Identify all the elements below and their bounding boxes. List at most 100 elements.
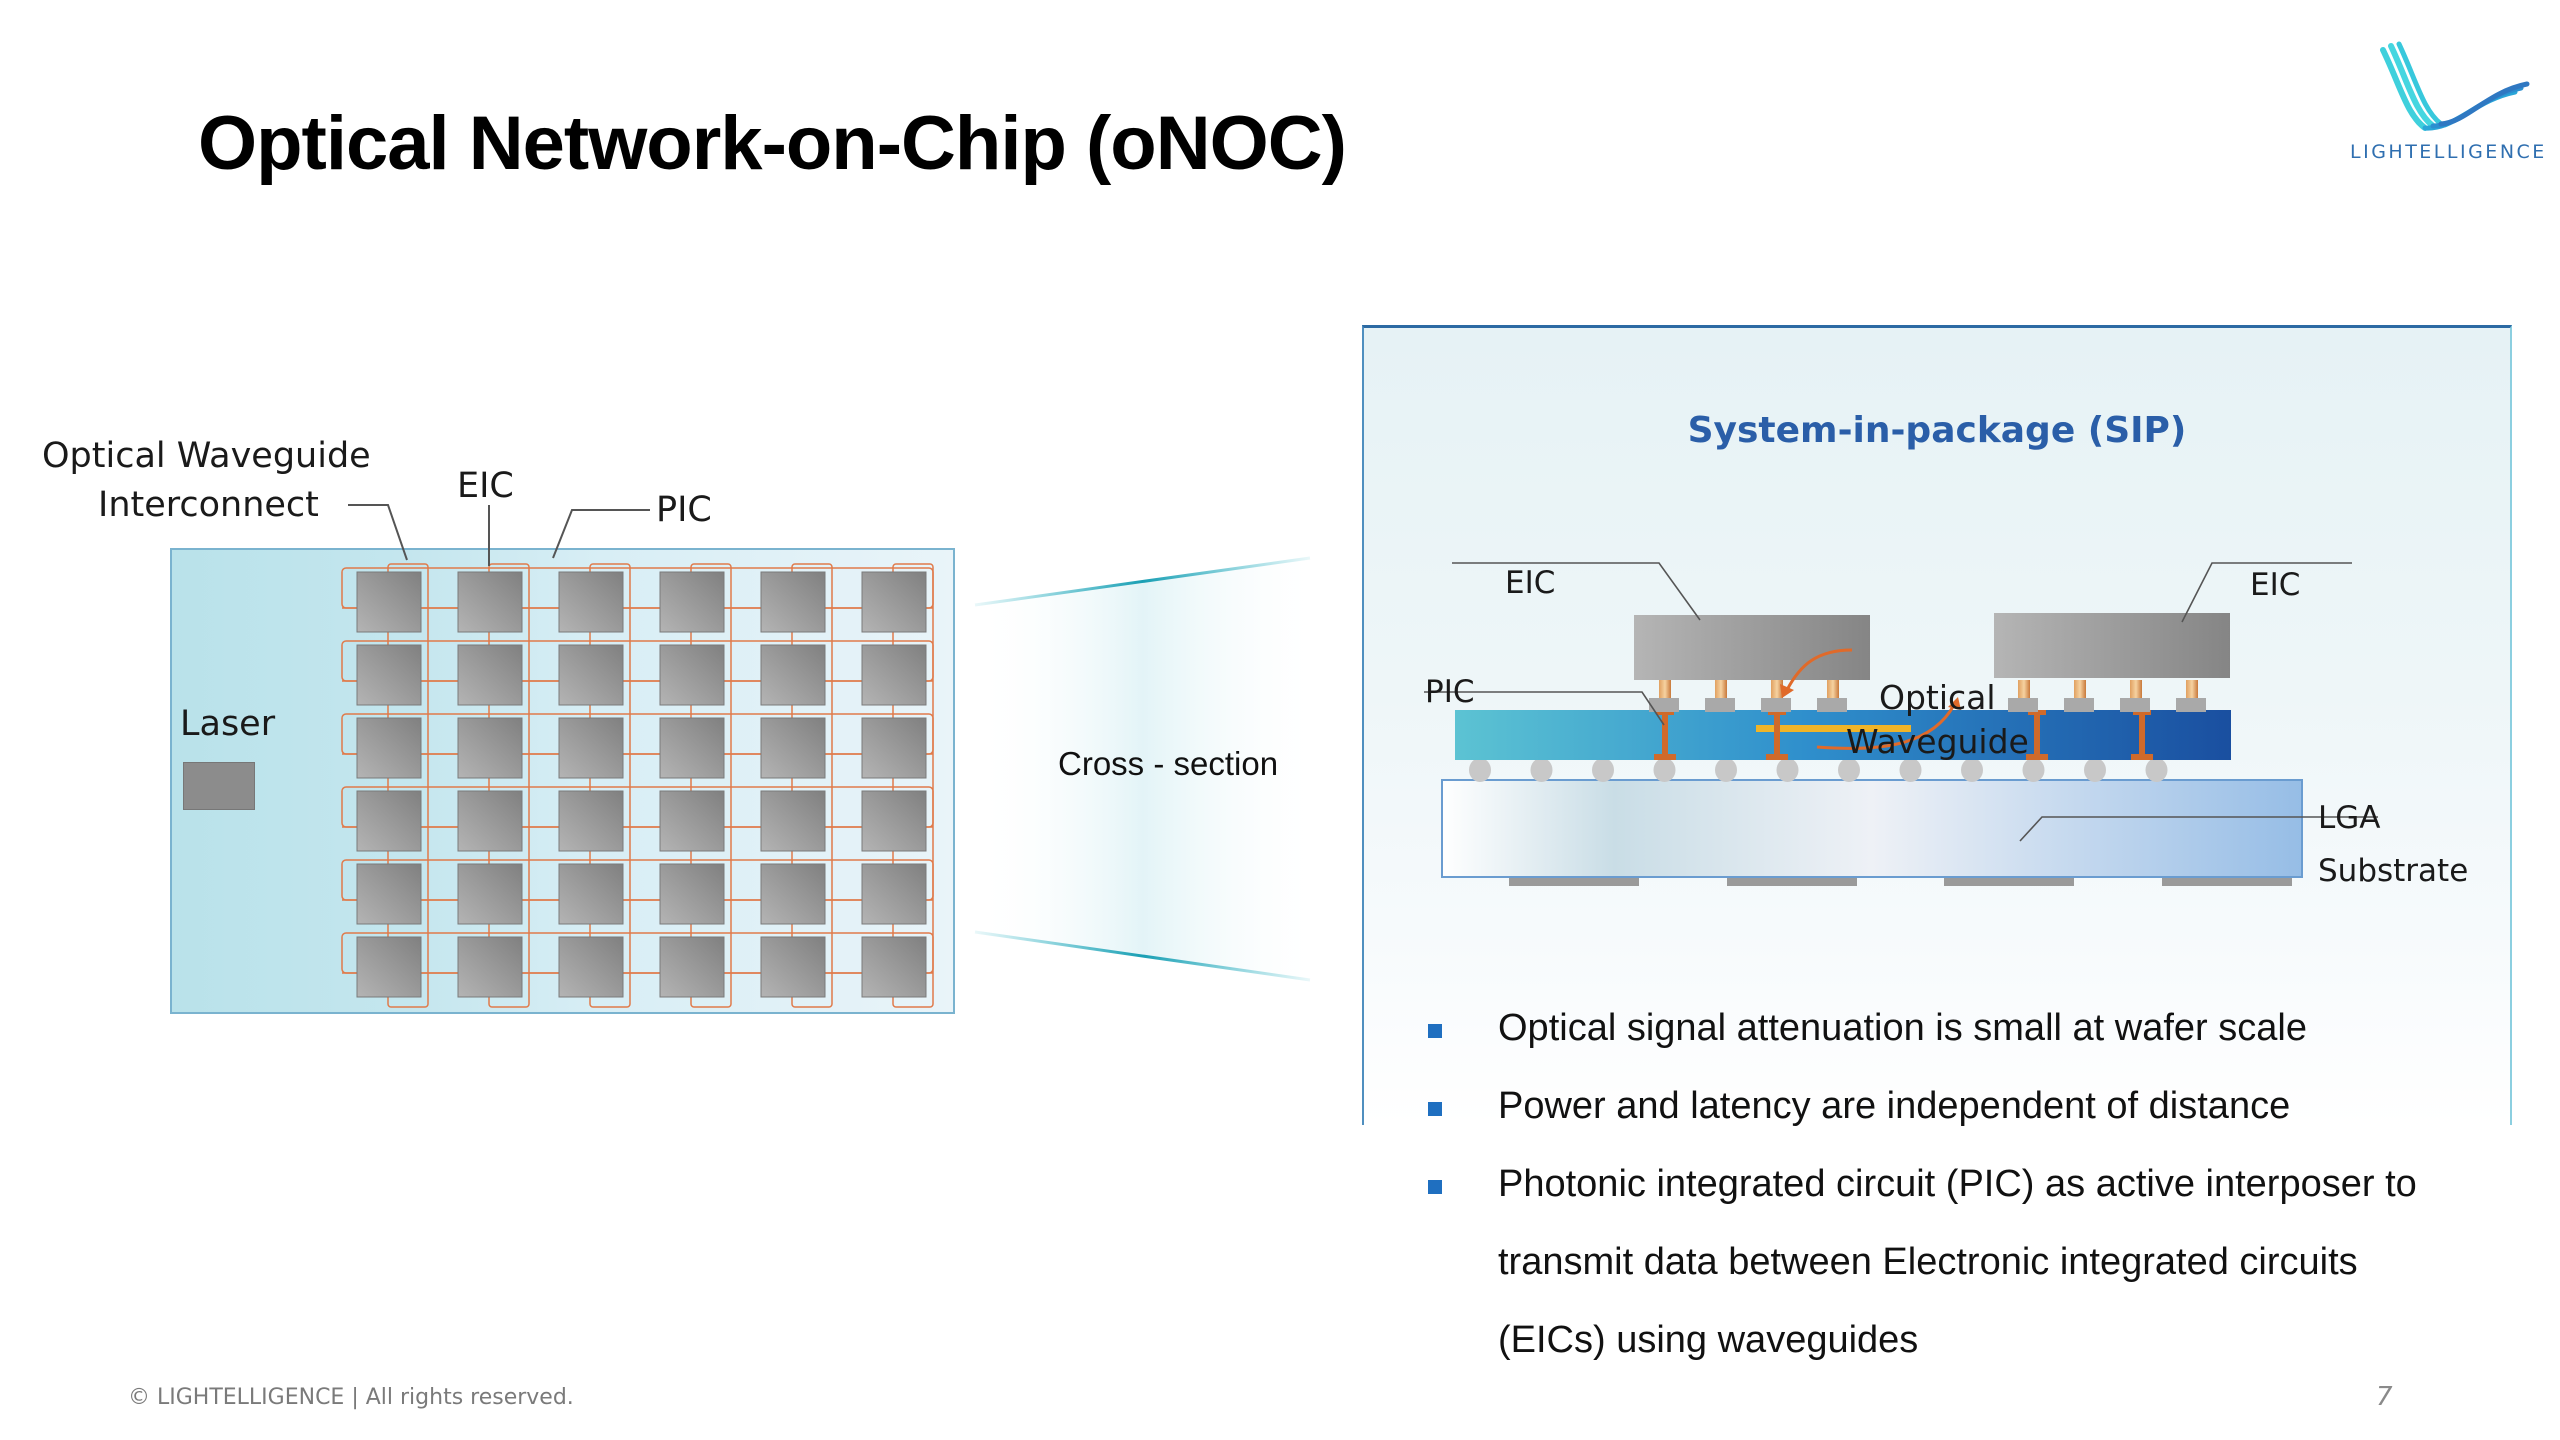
tsv-via xyxy=(2139,710,2145,760)
eic-chip xyxy=(558,644,624,706)
waveguide-col-loop xyxy=(690,563,732,1008)
lga-substrate xyxy=(1441,779,2303,878)
solder-ball xyxy=(1592,758,1614,782)
bump-pad xyxy=(1761,698,1791,712)
eic-chip xyxy=(457,790,523,852)
solder-ball xyxy=(1838,758,1860,782)
tsv-via-bottom xyxy=(2131,754,2153,760)
lightelligence-wave-logo-icon xyxy=(2380,41,2530,131)
eic-chip xyxy=(457,571,523,633)
eic-chip xyxy=(861,644,927,706)
tsv-via-bottom xyxy=(1766,754,1788,760)
solder-ball xyxy=(1469,758,1491,782)
eic-chip xyxy=(760,863,826,925)
eic-chip xyxy=(760,936,826,998)
slide-title: Optical Network-on-Chip (oNOC) xyxy=(198,101,1347,186)
tsv-via xyxy=(1774,710,1780,760)
logo-wordmark: LIGHTELLIGENCE xyxy=(2350,141,2547,163)
cross-section-label: Cross - section xyxy=(1058,745,1279,782)
eic-chip xyxy=(558,863,624,925)
waveguide-col-loop xyxy=(892,563,934,1008)
leader-pic xyxy=(1424,691,1665,726)
optical-waveguide xyxy=(1756,725,1911,732)
eic-chip xyxy=(558,790,624,852)
eic-chip xyxy=(659,863,725,925)
eic-chip xyxy=(760,717,826,779)
copper-pillar xyxy=(2074,680,2086,700)
solder-ball xyxy=(2022,758,2045,782)
eic-chip xyxy=(457,644,523,706)
leader-pic xyxy=(552,509,650,559)
eic-chip-left xyxy=(1634,615,1870,680)
bump-pad xyxy=(2064,698,2094,712)
pic-layer xyxy=(1455,710,2231,760)
bullet-text: Photonic integrated circuit (PIC) as act… xyxy=(1498,1163,2417,1205)
solder-ball xyxy=(1653,758,1676,782)
eic-chip xyxy=(457,936,523,998)
copper-pillar xyxy=(1659,680,1671,700)
projection-line-bottom xyxy=(974,930,1311,982)
bullet-marker xyxy=(1428,1102,1442,1116)
leader-waveguide xyxy=(348,504,408,561)
bullet-text-continued: transmit data between Electronic integra… xyxy=(1498,1241,2358,1283)
eic-chip xyxy=(659,571,725,633)
waveguide-row-loop xyxy=(341,859,934,901)
waveguide-row-loop xyxy=(341,932,934,974)
sip-label-optical: Optical xyxy=(1879,678,1996,717)
eic-chip xyxy=(659,936,725,998)
eic-chip-right xyxy=(1994,613,2230,678)
waveguide-col-loop xyxy=(488,563,530,1008)
waveguide-col-loop xyxy=(589,563,631,1008)
waveguide-row-loop xyxy=(341,713,934,755)
waveguide-row-loop xyxy=(341,786,934,828)
tsv-via-bottom xyxy=(1654,754,1676,760)
optical-arrow-right xyxy=(1816,704,1956,750)
eic-chip xyxy=(356,571,422,633)
eic-chip xyxy=(861,790,927,852)
solder-ball xyxy=(1961,758,1983,782)
copyright-footer: © LIGHTELLIGENCE | All rights reserved. xyxy=(128,1385,574,1410)
eic-chip xyxy=(356,717,422,779)
eic-chip xyxy=(558,936,624,998)
page-number: 7 xyxy=(2376,1382,2393,1412)
eic-chip xyxy=(659,644,725,706)
bump-pad xyxy=(2176,698,2206,712)
bullet-marker xyxy=(1428,1180,1442,1194)
eic-chip xyxy=(356,863,422,925)
eic-chip xyxy=(659,717,725,779)
copper-pillar xyxy=(1771,680,1783,700)
sip-label-pic: PIC xyxy=(1425,674,1475,710)
eic-chip xyxy=(558,571,624,633)
sip-label-lga: LGA xyxy=(2318,800,2381,836)
leader-lga xyxy=(2019,816,2378,842)
eic-chip xyxy=(861,717,927,779)
solder-ball xyxy=(1776,758,1799,782)
bullet-text-continued: (EICs) using waveguides xyxy=(1498,1319,1919,1361)
copper-pillar xyxy=(2186,680,2198,700)
waveguide-row-loop xyxy=(341,640,934,682)
solder-ball xyxy=(1899,758,1922,782)
tsv-via xyxy=(1662,710,1668,760)
solder-ball xyxy=(1715,758,1737,782)
waveguide-row-loop xyxy=(341,567,934,609)
eic-chip xyxy=(760,571,826,633)
eic-chip xyxy=(861,571,927,633)
eic-chip xyxy=(356,936,422,998)
sip-label-substrate: Substrate xyxy=(2318,853,2469,889)
copper-pillar xyxy=(1715,680,1727,700)
eic-chip xyxy=(457,863,523,925)
sip-cross-section-diagram xyxy=(1424,562,2378,886)
bump-pad xyxy=(1705,698,1735,712)
sip-label-eic-left: EIC xyxy=(1505,565,1556,601)
waveguide-col-loop xyxy=(791,563,833,1008)
eic-chip xyxy=(861,936,927,998)
label-eic: EIC xyxy=(457,466,514,506)
copper-pillar xyxy=(2018,680,2030,700)
eic-chip xyxy=(659,790,725,852)
cross-section-projection xyxy=(974,556,1311,982)
bullet-text: Power and latency are independent of dis… xyxy=(1498,1085,2291,1127)
sip-title: System-in-package (SIP) xyxy=(1687,410,2187,451)
projection-line-top xyxy=(974,556,1311,607)
laser-chip xyxy=(183,762,255,810)
copper-pillar xyxy=(2130,680,2142,700)
